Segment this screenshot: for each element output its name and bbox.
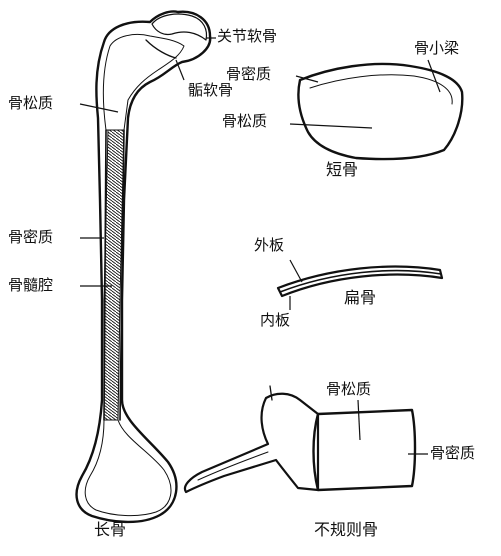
long-bone-spongy-head xyxy=(103,34,184,130)
short-bone-inner-line xyxy=(310,75,452,104)
label-long-spongy-bone: 骨松质 xyxy=(8,95,53,112)
leader-irregular-spongy xyxy=(358,400,360,440)
caption-short-bone: 短骨 xyxy=(326,161,358,179)
caption-irregular-bone: 不规则骨 xyxy=(314,521,378,539)
label-trabecula: 骨小梁 xyxy=(414,40,459,57)
label-epiphyseal-cartilage: 骺软骨 xyxy=(188,82,233,99)
irregular-bone xyxy=(185,386,428,492)
label-short-compact-bone: 骨密质 xyxy=(226,66,271,83)
vertebral-body xyxy=(314,410,416,490)
caption-flat-bone: 扁骨 xyxy=(344,289,376,307)
label-marrow-cavity: 骨髓腔 xyxy=(8,277,53,294)
process-tip xyxy=(270,386,272,400)
epiphyseal-cartilage-line xyxy=(146,40,176,58)
label-short-spongy-bone: 骨松质 xyxy=(222,113,267,130)
caption-long-bone: 长骨 xyxy=(94,521,126,539)
leader-outer-plate xyxy=(290,260,302,282)
short-bone xyxy=(290,60,462,159)
label-irregular-compact-bone: 骨密质 xyxy=(430,445,475,462)
articular-cartilage-cap xyxy=(152,14,206,40)
label-long-compact-bone: 骨密质 xyxy=(8,229,53,246)
leader-trabecula xyxy=(428,60,440,92)
label-inner-plate: 内板 xyxy=(260,312,290,329)
leader-short-spongy xyxy=(290,124,372,128)
short-bone-outline xyxy=(298,64,462,159)
label-articular-cartilage: 关节软骨 xyxy=(217,28,277,45)
leader-spongy-bone xyxy=(80,104,118,112)
label-outer-plate: 外板 xyxy=(254,237,284,254)
label-irregular-spongy-bone: 骨松质 xyxy=(326,381,371,398)
